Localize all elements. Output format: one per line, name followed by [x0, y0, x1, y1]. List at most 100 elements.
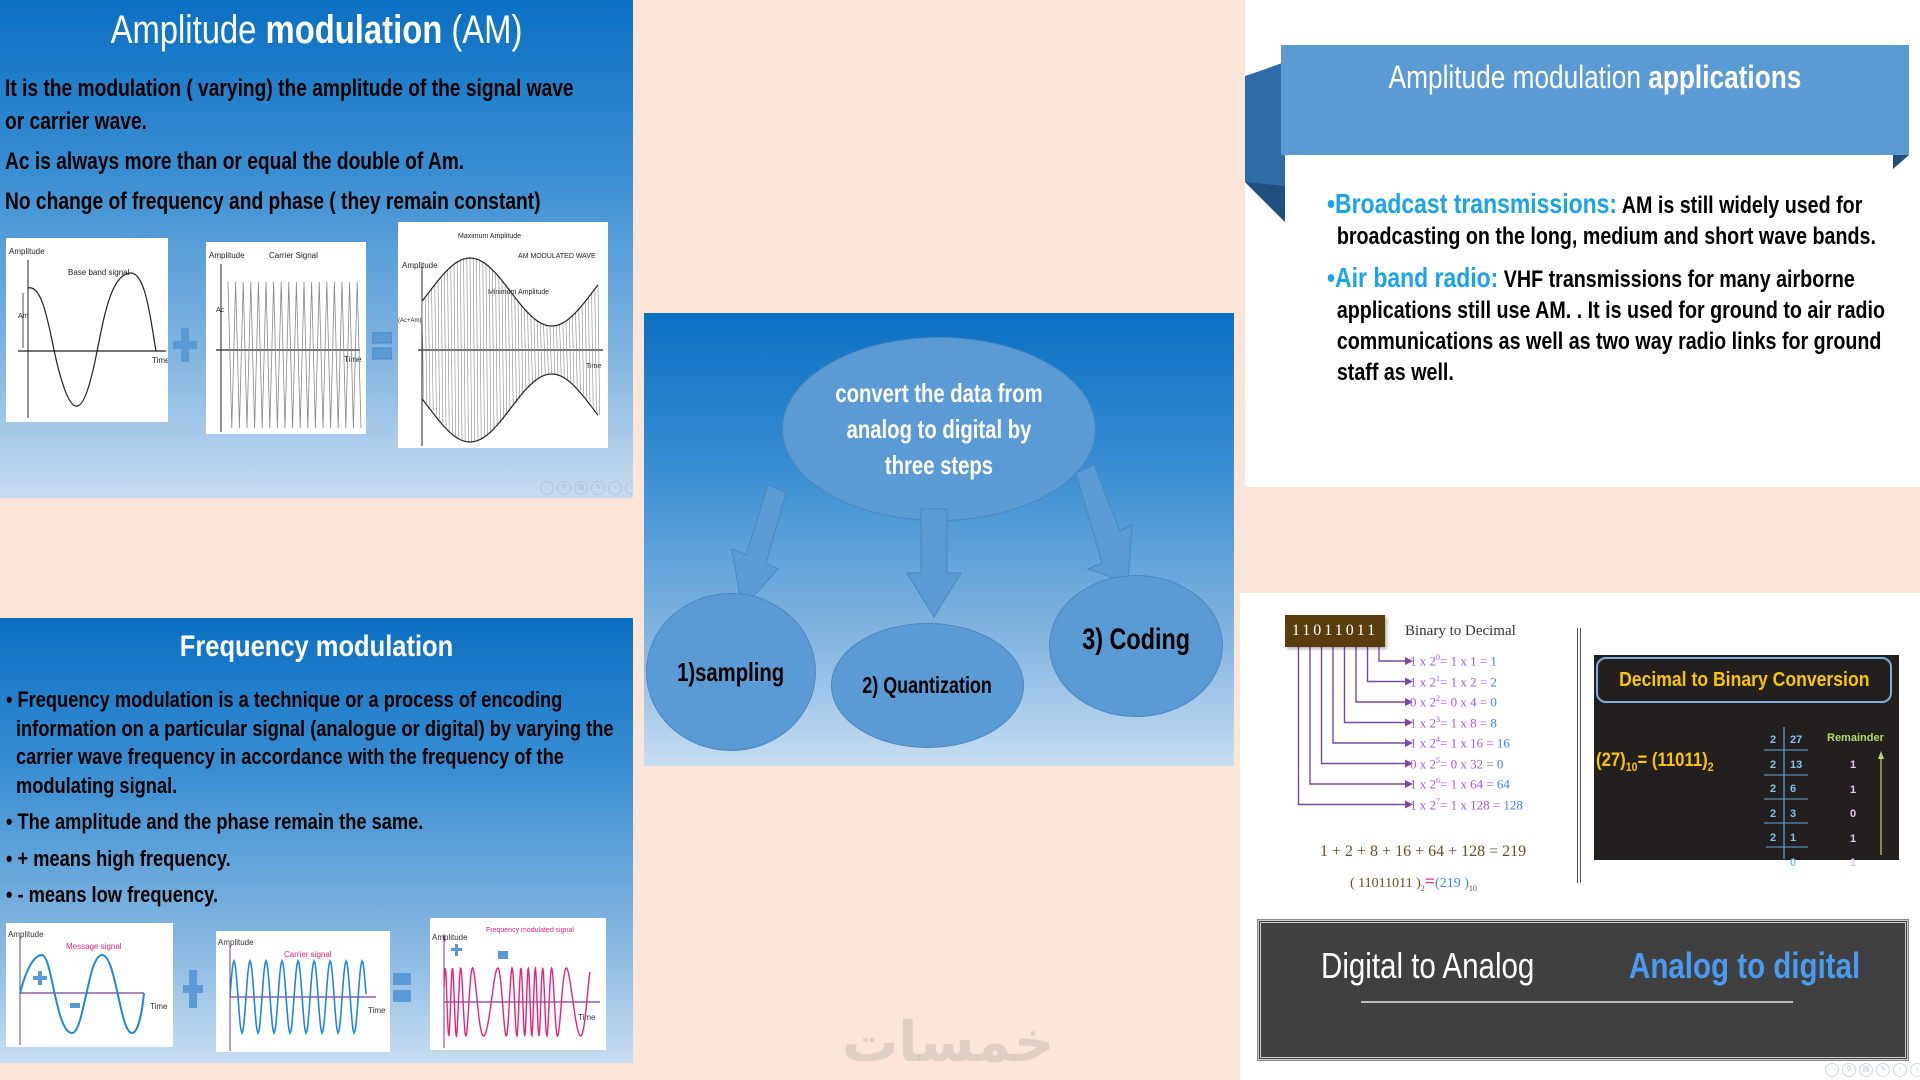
apps-banner: Amplitude modulation applications: [1281, 45, 1909, 155]
bit-arrow: [1343, 647, 1405, 724]
minus-marker-icon: [498, 951, 508, 959]
baseband-ylabel: Amplitude: [9, 247, 45, 256]
am-slide: Amplitude modulation (AM) It is the modu…: [0, 0, 633, 498]
dividend: 6: [1790, 783, 1797, 795]
message-ylabel: Amplitude: [8, 930, 44, 939]
conversion-slide: 11011011 Binary to Decimal 1 x 20= 1 x 1…: [1240, 593, 1920, 1080]
arrowhead-icon: [1405, 698, 1413, 706]
apps-item-text: VHF transmissions for many airborne appl…: [1336, 266, 1886, 386]
step-coding: 3) Coding: [1049, 575, 1223, 717]
d2b-panel: Decimal to Binary Conversion (27)10= (11…: [1594, 655, 1899, 869]
b2d-title: Binary to Decimal: [1405, 623, 1516, 639]
am-title: Amplitude modulation (AM): [57, 8, 576, 53]
dividend: 3: [1790, 807, 1797, 820]
eq-right: (219 ): [1435, 876, 1469, 891]
baseband-signal-plot: Amplitude Base band signal Time Am: [9, 247, 168, 418]
bit-arrow: [1355, 647, 1405, 703]
carrier-signal-plot: Amplitude Carrier Signal Time Ac: [209, 251, 362, 432]
dividend: 13: [1790, 758, 1803, 771]
b2d-row: 0 x 25= 0 x 32 = 0: [1410, 755, 1504, 771]
next-icon[interactable]: ›: [1910, 1063, 1920, 1077]
apps-title: Amplitude modulation applications: [1338, 59, 1853, 96]
slides-icon[interactable]: ▤: [574, 481, 588, 495]
fm-bullet-text: - means low frequency.: [17, 882, 219, 907]
fm-carrier-ylabel: Amplitude: [218, 938, 254, 947]
max-amp-label: Maximum Amplitude: [458, 233, 521, 240]
divider: [1577, 628, 1581, 883]
remainder: 1: [1850, 857, 1857, 869]
message-signal-plot: Amplitude Message signal Time: [8, 930, 168, 1045]
bit-arrow: [1378, 647, 1405, 662]
fm-bullet-text: Frequency modulation is a technique or a…: [15, 687, 614, 798]
fm-modulated-plot: Amplitude Frequency modulated signal Tim…: [432, 927, 600, 1048]
slide-controls: ··· ⚲ ▤ ✎ ‹ ›: [1825, 1063, 1920, 1077]
prev-icon[interactable]: ‹: [608, 481, 622, 495]
eq-left: ( 11011011 ): [1350, 876, 1421, 891]
arrow-to-quantization-icon: [905, 507, 963, 619]
fm-carrier-plot: Amplitude Carrier signal Time: [218, 938, 386, 1051]
apps-item-label: Air band radio:: [1335, 262, 1499, 293]
pen-icon[interactable]: ✎: [591, 481, 605, 495]
arrowhead-icon: [1405, 718, 1413, 727]
dividend: 27: [1790, 734, 1803, 746]
carrier-xlabel: Time: [344, 355, 362, 364]
arrow-to-sampling-icon: [731, 483, 788, 613]
b2d-row: 1 x 21= 1 x 2 = 2: [1410, 673, 1497, 689]
zoom-icon[interactable]: ⚲: [557, 481, 571, 495]
baseband-xlabel: Time: [152, 356, 168, 365]
apps-item: •Air band radio: VHF transmissions for m…: [1327, 262, 1886, 386]
next-icon[interactable]: ›: [625, 481, 633, 495]
step-label: 3) Coding: [1082, 623, 1190, 656]
more-icon[interactable]: ···: [1825, 1063, 1839, 1077]
formula-left-base: 10: [1625, 759, 1638, 774]
zoom-icon[interactable]: ⚲: [1842, 1063, 1856, 1077]
remainder: 1: [1850, 783, 1857, 796]
formula-right-base: 2: [1707, 759, 1714, 774]
fm-bullet-text: The amplitude and the phase remain the s…: [17, 809, 424, 834]
message-signal-figure: Amplitude Message signal Time: [6, 923, 173, 1047]
b2d-row: 1 x 26= 1 x 64 = 64: [1410, 776, 1510, 792]
step-quantization: 2) Quantization: [831, 623, 1024, 748]
prev-icon[interactable]: ‹: [1893, 1063, 1907, 1077]
divisor: 2: [1770, 734, 1777, 746]
apps-slide: Amplitude modulation applications •Broad…: [1245, 0, 1920, 487]
eq-sign: =: [1424, 871, 1436, 891]
carrier-ylabel: Amplitude: [209, 251, 245, 260]
b2d-sum: 1 + 2 + 8 + 16 + 64 + 128 = 219: [1320, 843, 1527, 860]
bit-arrow: [1366, 647, 1405, 683]
am-modulated-xlabel: Time: [586, 363, 601, 370]
analog-to-digital-label: Analog to digital: [1629, 945, 1861, 986]
bit-arrows: [1297, 647, 1413, 809]
fm-bullet: • Frequency modulation is a technique or…: [6, 687, 614, 798]
divisor: 2: [1770, 807, 1777, 820]
underline: [1361, 1001, 1793, 1003]
equals-icon: [393, 973, 411, 1003]
eq-right-base: 10: [1468, 883, 1477, 893]
fm-carrier-figure: Amplitude Carrier signal Time: [216, 931, 390, 1052]
remainder-label: Remainder: [1827, 732, 1884, 744]
d2b-formula: (27)10= (11011)2: [1596, 750, 1714, 774]
fm-bullet-text: + means high frequency.: [17, 845, 231, 871]
fm-carrier-xlabel: Time: [368, 1006, 386, 1015]
slide-controls: ··· ⚲ ▤ ✎ ‹ ›: [540, 481, 633, 495]
bit-arrow: [1309, 647, 1405, 785]
more-icon[interactable]: ···: [540, 481, 554, 495]
step-sampling: 1)sampling: [646, 593, 816, 751]
fm-bullet: • + means high frequency.: [6, 845, 231, 871]
arrowhead-icon: [1405, 739, 1413, 747]
plus-icon: [173, 328, 197, 362]
pen-icon[interactable]: ✎: [1876, 1063, 1890, 1077]
arrowhead-icon: [1405, 657, 1413, 665]
am-line: Ac is always more than or equal the doub…: [5, 148, 465, 175]
fm-modulated-xlabel: Time: [578, 1013, 596, 1022]
ac-amp-label: Ac: [216, 307, 225, 314]
slides-icon[interactable]: ▤: [1859, 1063, 1873, 1077]
am-title-part: Amplitude: [110, 8, 266, 52]
arrowhead-icon: [1405, 780, 1413, 788]
banner-fold-right: [1869, 155, 1909, 169]
remainder: 1: [1850, 759, 1857, 771]
dividend: 1: [1790, 832, 1797, 844]
apps-item-label: Broadcast transmissions:: [1335, 188, 1618, 219]
step-label: 2) Quantization: [862, 672, 993, 698]
minus-marker-icon: [70, 1003, 80, 1008]
